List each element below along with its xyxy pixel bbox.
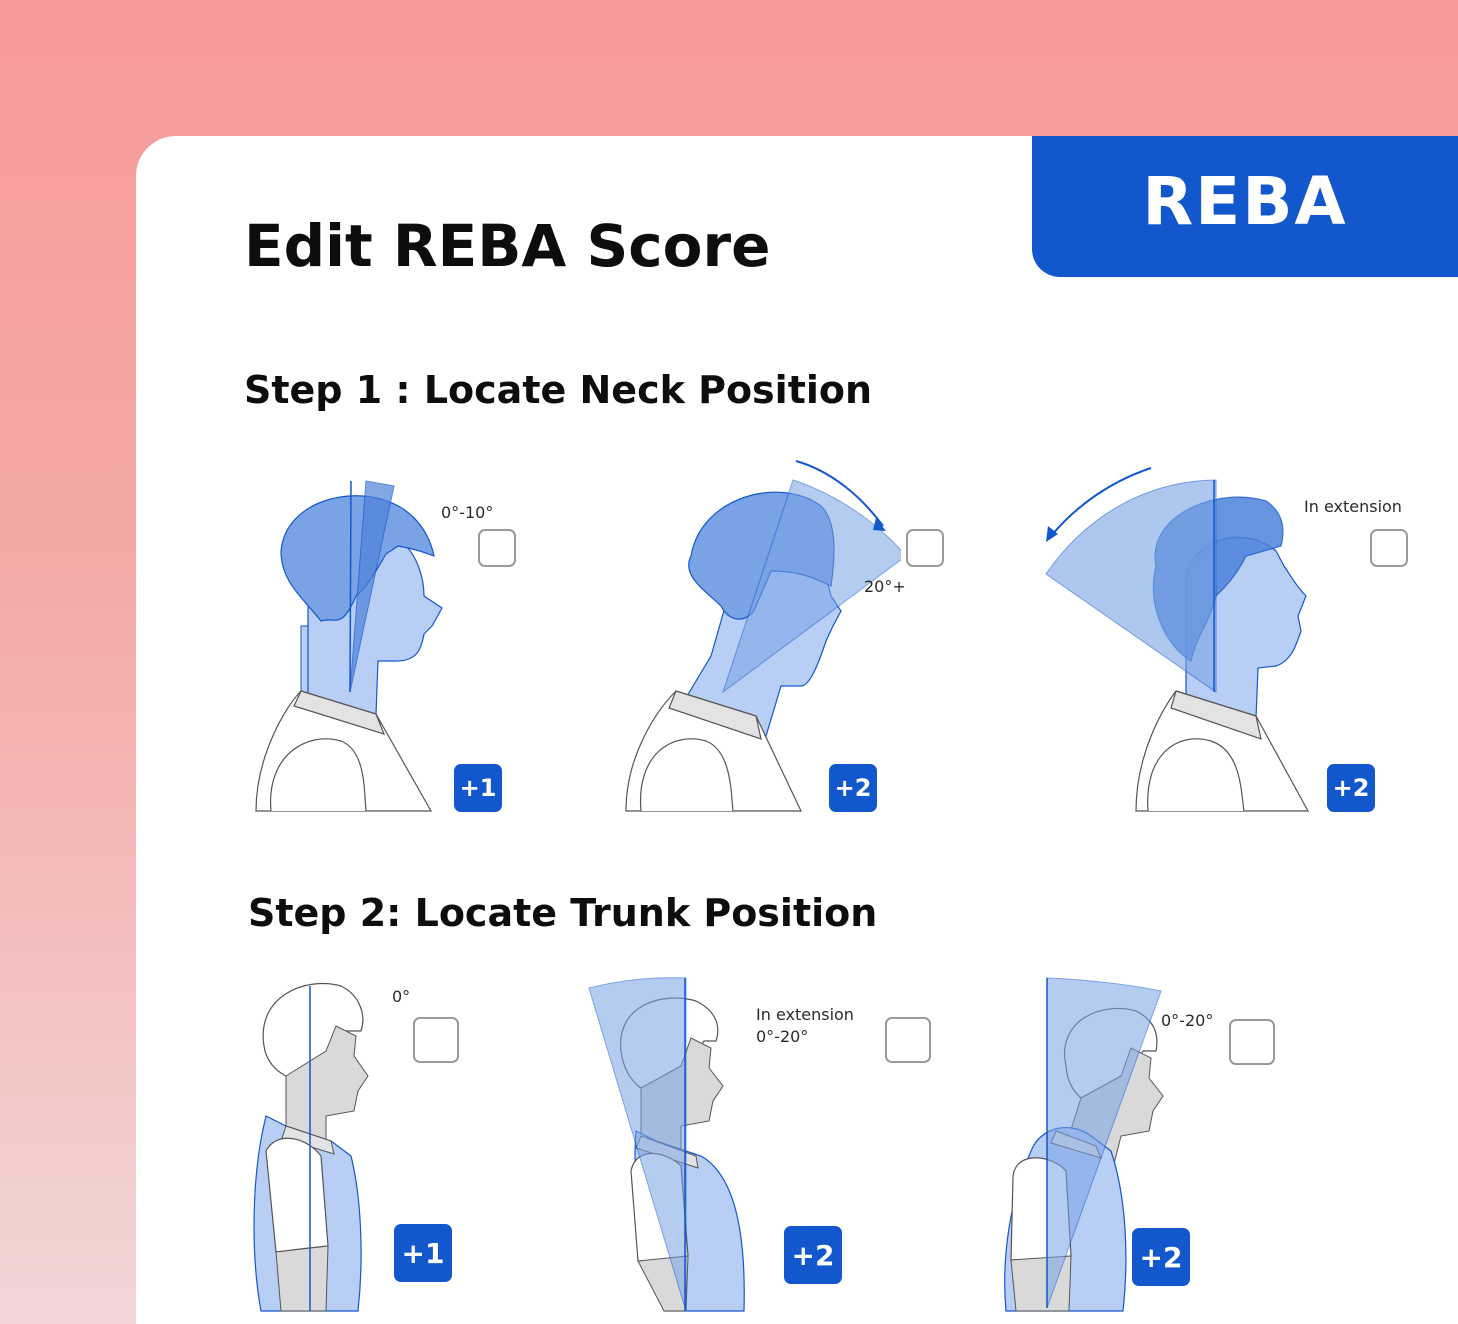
trunk-option-2-checkbox[interactable] [885, 1017, 931, 1063]
trunk-flexion-illustration [1004, 977, 1164, 1312]
neck-option-3-score[interactable]: +2 [1327, 764, 1375, 812]
trunk-extension-illustration [588, 977, 745, 1312]
reba-card: REBA Edit REBA Score Step 1 : Locate Nec… [136, 136, 1458, 1324]
neck-option-2-checkbox[interactable] [906, 529, 944, 567]
neck-option-3-checkbox[interactable] [1370, 529, 1408, 567]
neck-extension-illustration [1045, 467, 1310, 812]
neck-option-1-score[interactable]: +1 [454, 764, 502, 812]
neck-option-1-checkbox[interactable] [478, 529, 516, 567]
reba-tag: REBA [1032, 136, 1458, 277]
neck-option-2-angle: 20°+ [864, 577, 906, 596]
neck-flexion-illustration [625, 460, 901, 812]
trunk-option-2-angle: In extension 0°-20° [756, 1005, 854, 1046]
neck-option-2-score[interactable]: +2 [829, 764, 877, 812]
step-1-heading: Step 1 : Locate Neck Position [244, 368, 873, 412]
trunk-option-1-score[interactable]: +1 [394, 1224, 452, 1282]
trunk-option-2-score[interactable]: +2 [784, 1226, 842, 1284]
reba-tag-label: REBA [1142, 163, 1348, 240]
step-2-heading: Step 2: Locate Trunk Position [248, 891, 878, 935]
trunk-upright-illustration [253, 982, 369, 1312]
trunk-option-1-checkbox[interactable] [413, 1017, 459, 1063]
trunk-option-1-angle: 0° [392, 987, 411, 1006]
page-title: Edit REBA Score [244, 212, 771, 280]
trunk-option-3-angle: 0°-20° [1161, 1011, 1214, 1030]
neck-option-1-angle: 0°-10° [441, 503, 494, 522]
neck-neutral-illustration [255, 480, 443, 812]
trunk-option-3-score[interactable]: +2 [1132, 1228, 1190, 1286]
neck-option-3-angle: In extension [1304, 497, 1402, 516]
trunk-option-3-checkbox[interactable] [1229, 1019, 1275, 1065]
